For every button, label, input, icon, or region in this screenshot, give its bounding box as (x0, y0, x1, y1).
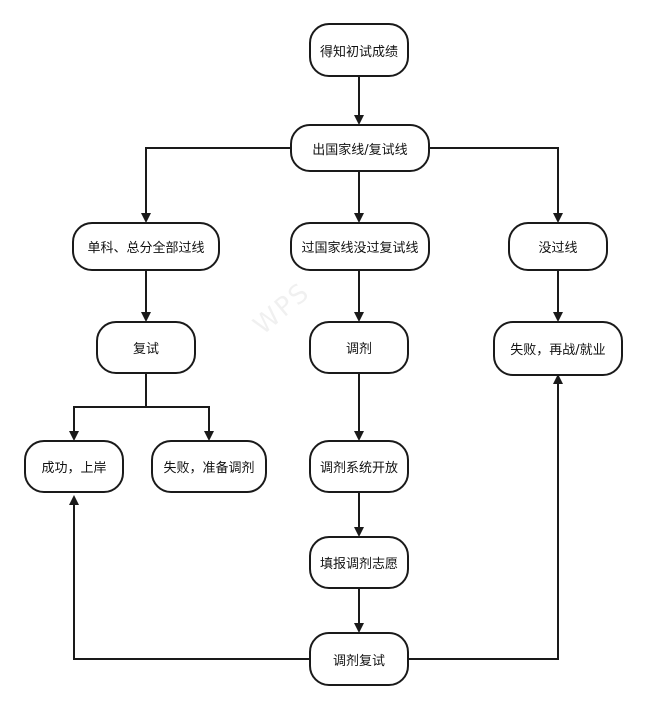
edge-line-check-to-all-pass (141, 147, 290, 223)
node-retest: 复试 (96, 321, 196, 374)
node-fail-again: 失败，再战/就业 (493, 321, 623, 376)
edge-line-check-to-no-pass (430, 147, 563, 223)
node-adjust-retest: 调剂复试 (309, 632, 409, 686)
node-line-check: 出国家线/复试线 (290, 124, 430, 172)
edge-adjust-retest-to-success (69, 495, 309, 660)
node-adjust-system-open: 调剂系统开放 (309, 440, 409, 493)
edge-adjust-retest-to-fail-again (409, 374, 563, 660)
node-fill-adjust-wish: 填报调剂志愿 (309, 536, 409, 589)
node-pass-national-not-retest: 过国家线没过复试线 (290, 222, 430, 271)
node-no-pass: 没过线 (508, 222, 608, 271)
node-all-pass: 单科、总分全部过线 (72, 222, 220, 271)
node-success: 成功，上岸 (24, 440, 124, 493)
edge-retest-to-fail-prepare (146, 406, 214, 441)
node-fail-prepare-adjust: 失败，准备调剂 (151, 440, 267, 493)
node-adjust: 调剂 (309, 321, 409, 374)
edge-retest-to-success (69, 374, 147, 441)
node-start: 得知初试成绩 (309, 23, 409, 77)
